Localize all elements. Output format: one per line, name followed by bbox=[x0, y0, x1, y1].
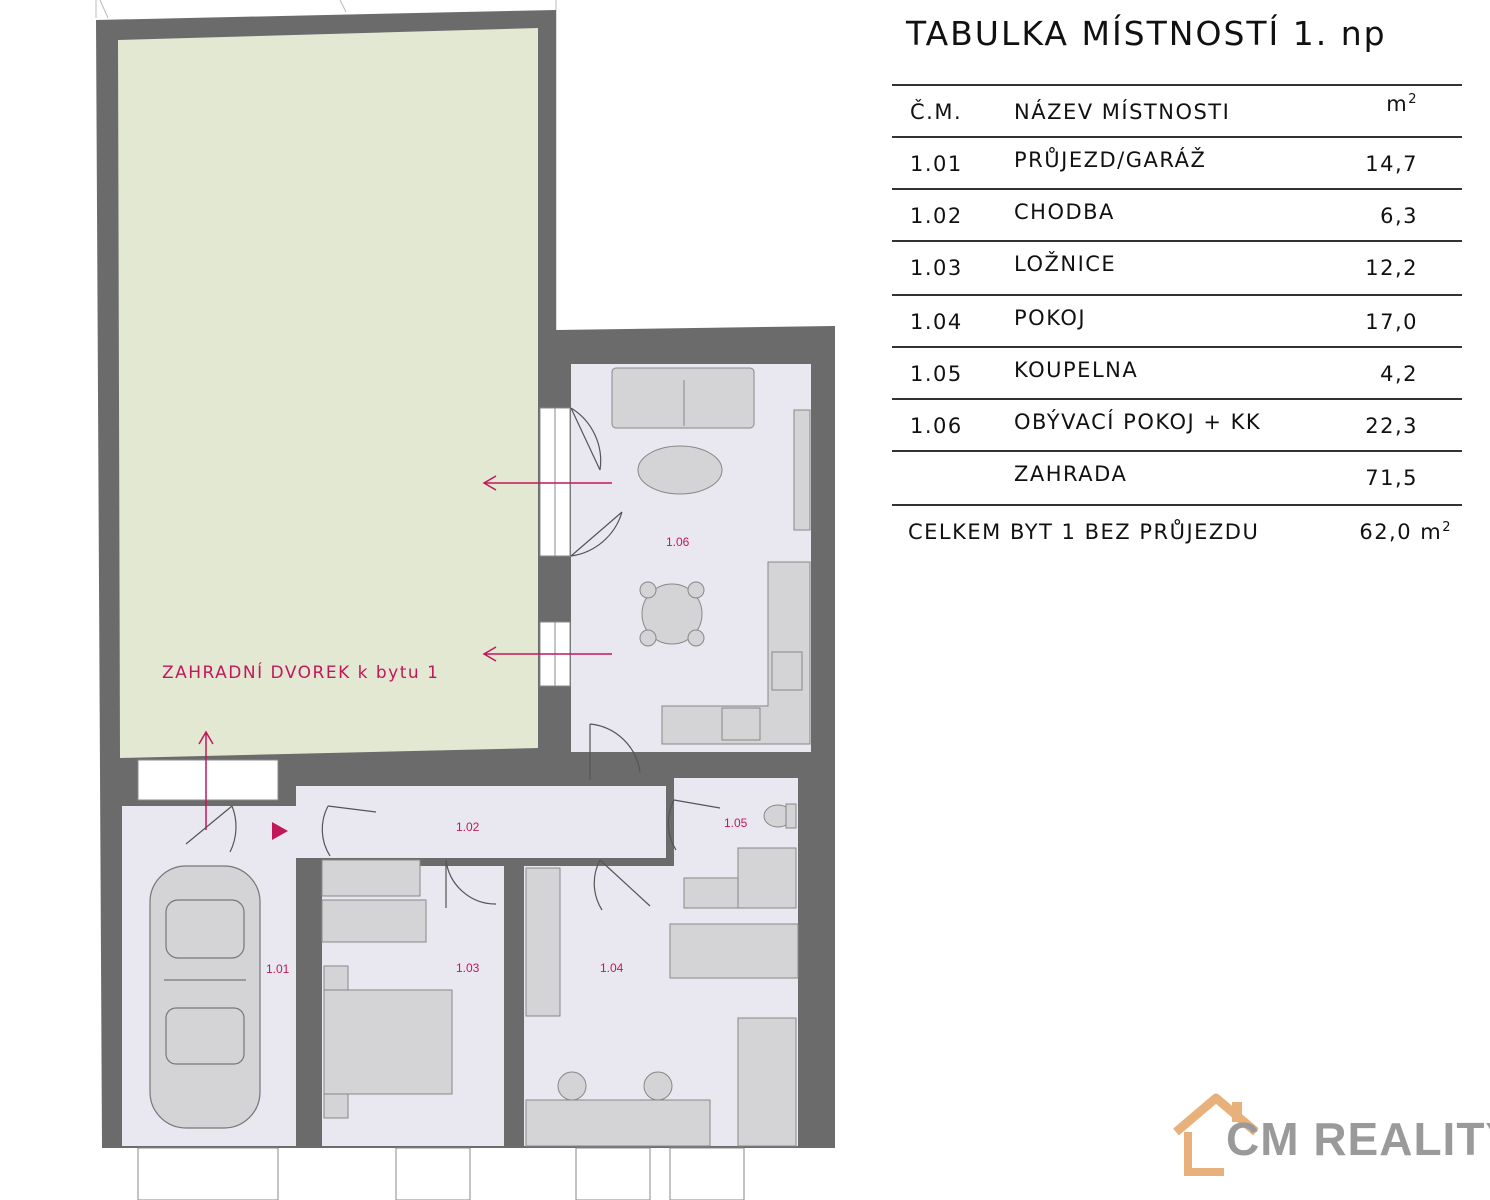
garden-area bbox=[118, 28, 538, 758]
table-row: 1.01 PRŮJEZD/GARÁŽ 14,7 bbox=[892, 138, 1462, 190]
openings bbox=[137, 407, 745, 1200]
window-bedroom bbox=[395, 1147, 471, 1200]
row-num: 1.06 bbox=[910, 414, 963, 438]
table-row: 1.06 OBÝVACÍ POKOJ + KK 22,3 bbox=[892, 400, 1462, 452]
row-num: 1.02 bbox=[910, 204, 963, 228]
sink bbox=[721, 707, 761, 741]
cooktop bbox=[771, 651, 803, 691]
desk-chair-1 bbox=[557, 1071, 587, 1101]
watermark: CM REALITY bbox=[1168, 1088, 1490, 1180]
nightstand-bottom bbox=[323, 1093, 349, 1119]
kitchen-counter bbox=[661, 561, 811, 745]
table-row: 1.02 CHODBA 6,3 bbox=[892, 190, 1462, 242]
door-1-04 bbox=[593, 859, 651, 911]
row-area: 71,5 bbox=[1365, 466, 1418, 490]
door-garden-lower bbox=[570, 511, 623, 557]
row-area: 12,2 bbox=[1365, 256, 1418, 280]
single-bed-top bbox=[669, 923, 799, 979]
garage-gate-top bbox=[137, 759, 279, 801]
table-rule bbox=[892, 346, 1462, 348]
row-area: 14,7 bbox=[1365, 152, 1418, 176]
table-rule bbox=[892, 504, 1462, 506]
total-label: CELKEM BYT 1 BEZ PRŮJEZDU bbox=[908, 520, 1260, 544]
window-room-b bbox=[669, 1147, 745, 1200]
room-label-1-05: 1.05 bbox=[724, 816, 748, 830]
table-rule bbox=[892, 240, 1462, 242]
door-1-06 bbox=[589, 723, 641, 780]
bed bbox=[323, 989, 453, 1095]
row-name: OBÝVACÍ POKOJ + KK bbox=[1014, 410, 1262, 434]
total-area: 62,0 m2 bbox=[1359, 520, 1452, 544]
coffee-table bbox=[637, 445, 723, 495]
table-row: ZAHRADA 71,5 bbox=[892, 452, 1462, 504]
hall-cabinet bbox=[321, 859, 421, 897]
desk-chair-2 bbox=[643, 1071, 673, 1101]
door-1-05 bbox=[667, 799, 721, 851]
table-row: 1.05 KOUPELNA 4,2 bbox=[892, 348, 1462, 400]
watermark-text: CM REALITY bbox=[1226, 1113, 1490, 1165]
row-area: 22,3 bbox=[1365, 414, 1418, 438]
row-name: POKOJ bbox=[1014, 306, 1087, 330]
arrow-garden-upper bbox=[482, 475, 612, 491]
room-label-1-04: 1.04 bbox=[600, 961, 624, 975]
row-num: 1.05 bbox=[910, 362, 963, 386]
row-num: 1.04 bbox=[910, 310, 963, 334]
table-header: Č.M. NÁZEV MÍSTNOSTI m2 bbox=[892, 86, 1462, 138]
single-bed-right bbox=[737, 1017, 797, 1147]
row-area: 4,2 bbox=[1380, 362, 1418, 386]
table-rule bbox=[892, 294, 1462, 296]
garden-label: ZAHRADNÍ DVOREK k bytu 1 bbox=[162, 661, 439, 683]
door-1-03 bbox=[445, 859, 497, 908]
row-name: PRŮJEZD/GARÁŽ bbox=[1014, 148, 1207, 172]
access-arrows bbox=[198, 475, 612, 830]
table-rule bbox=[892, 450, 1462, 452]
header-name: NÁZEV MÍSTNOSTI bbox=[1014, 100, 1231, 124]
garage-gate-bottom bbox=[137, 1147, 279, 1200]
arrow-garden-lower bbox=[482, 646, 612, 662]
room-label-1-03: 1.03 bbox=[456, 961, 480, 975]
room-label-1-01: 1.01 bbox=[266, 962, 290, 976]
room-table: TABULKA MÍSTNOSTÍ 1. np Č.M. NÁZEV MÍSTN… bbox=[878, 0, 1490, 570]
header-num: Č.M. bbox=[910, 100, 963, 124]
table-title: TABULKA MÍSTNOSTÍ 1. np bbox=[906, 14, 1387, 53]
wardrobe-1-03 bbox=[321, 899, 427, 943]
door-hall-entry bbox=[321, 805, 377, 857]
header-unit: m2 bbox=[1386, 92, 1418, 116]
room-label-1-06: 1.06 bbox=[666, 535, 690, 549]
table-rule bbox=[892, 84, 1462, 86]
desk bbox=[525, 1099, 711, 1147]
door-garden-upper bbox=[570, 407, 602, 471]
door-garage-up bbox=[185, 805, 237, 853]
row-name: KOUPELNA bbox=[1014, 358, 1139, 382]
bathtub bbox=[737, 847, 797, 909]
table-rule bbox=[892, 136, 1462, 138]
row-name: CHODBA bbox=[1014, 200, 1115, 224]
table-row: 1.03 LOŽNICE 12,2 bbox=[892, 242, 1462, 294]
entrance-marker bbox=[272, 822, 288, 840]
sofa bbox=[611, 367, 755, 429]
row-name: ZAHRADA bbox=[1014, 462, 1128, 486]
nightstand-top bbox=[323, 965, 349, 991]
room-label-1-02: 1.02 bbox=[456, 820, 480, 834]
furniture bbox=[321, 367, 811, 1147]
doors bbox=[185, 407, 721, 911]
table-rule bbox=[892, 188, 1462, 190]
row-area: 6,3 bbox=[1380, 204, 1418, 228]
table-rule bbox=[892, 398, 1462, 400]
floor-plan: ZAHRADNÍ DVOREK k bytu 1 1.06 1.02 1.05 … bbox=[95, 0, 835, 1200]
tv-unit bbox=[793, 409, 811, 531]
row-num: 1.03 bbox=[910, 256, 963, 280]
room-1-02 bbox=[296, 786, 666, 858]
dining-table bbox=[641, 583, 703, 645]
table-row: 1.04 POKOJ 17,0 bbox=[892, 296, 1462, 348]
wardrobe-1-04 bbox=[525, 867, 561, 1017]
row-area: 17,0 bbox=[1365, 310, 1418, 334]
house-icon bbox=[1173, 1093, 1258, 1176]
car bbox=[149, 865, 261, 1129]
window-room-a bbox=[575, 1147, 651, 1200]
row-name: LOŽNICE bbox=[1014, 252, 1117, 276]
arrow-garage-up bbox=[198, 730, 214, 830]
row-num: 1.01 bbox=[910, 152, 963, 176]
